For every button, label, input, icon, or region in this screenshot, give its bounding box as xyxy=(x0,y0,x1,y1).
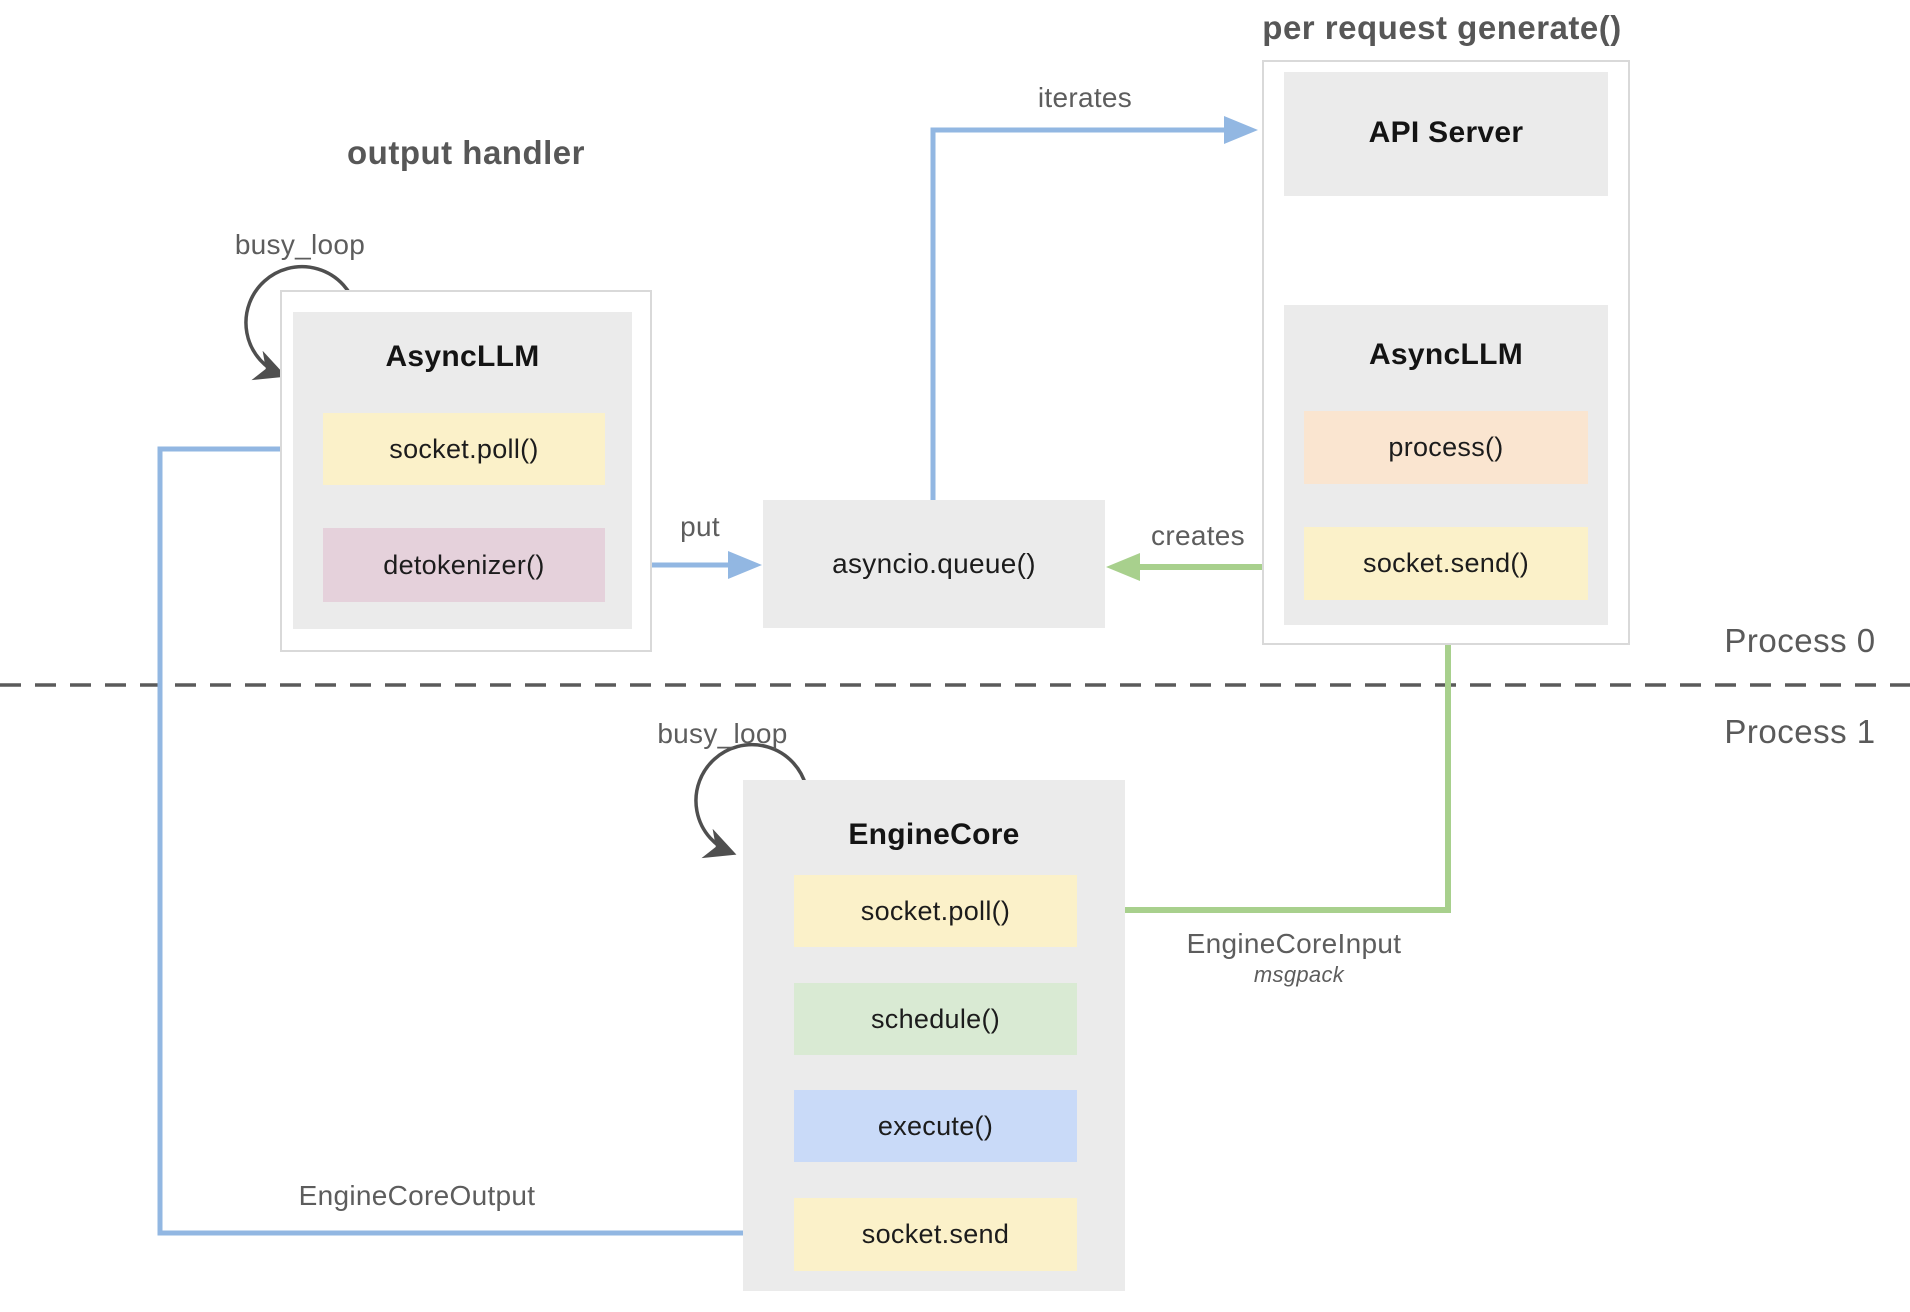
put-label: put xyxy=(680,511,720,542)
asyncio-queue-box: asyncio.queue() xyxy=(763,500,1105,628)
busy-loop-label-left: busy_loop xyxy=(234,229,366,260)
busy-loop-label-engine-core: busy_loop xyxy=(657,718,788,749)
method-socket-poll-left: socket.poll() xyxy=(323,413,605,485)
output-handler-title: output handler xyxy=(347,134,585,171)
per-request-generate-title: per request generate() xyxy=(1262,9,1622,46)
method-socket-send-right: socket.send() xyxy=(1304,527,1588,600)
iterates-label: iterates xyxy=(1037,82,1133,113)
arrow-iterates xyxy=(930,116,1258,500)
arrow-creates xyxy=(1106,553,1286,581)
method-socket-send-engine: socket.send xyxy=(794,1198,1077,1271)
engine-core-output-label: EngineCoreOutput xyxy=(298,1180,536,1211)
creates-label: creates xyxy=(1151,520,1245,551)
process-1-label: Process 1 xyxy=(1724,713,1876,750)
api-server-box xyxy=(1284,72,1608,196)
msgpack-label: msgpack xyxy=(1253,962,1345,987)
api-server-title: API Server xyxy=(1368,116,1524,149)
method-detokenizer: detokenizer() xyxy=(323,528,605,602)
method-execute: execute() xyxy=(794,1090,1077,1162)
engine-core-input-label: EngineCoreInput xyxy=(1186,928,1402,959)
method-process: process() xyxy=(1304,411,1588,484)
arrow-engine-core-input xyxy=(1082,600,1451,924)
asyncllm-right-title: AsyncLLM xyxy=(1368,338,1524,371)
asyncllm-left-title: AsyncLLM xyxy=(385,340,540,373)
process-0-label: Process 0 xyxy=(1724,622,1876,659)
method-socket-poll-engine: socket.poll() xyxy=(794,875,1077,947)
method-schedule: schedule() xyxy=(794,983,1077,1055)
engine-core-title: EngineCore xyxy=(848,818,1020,851)
